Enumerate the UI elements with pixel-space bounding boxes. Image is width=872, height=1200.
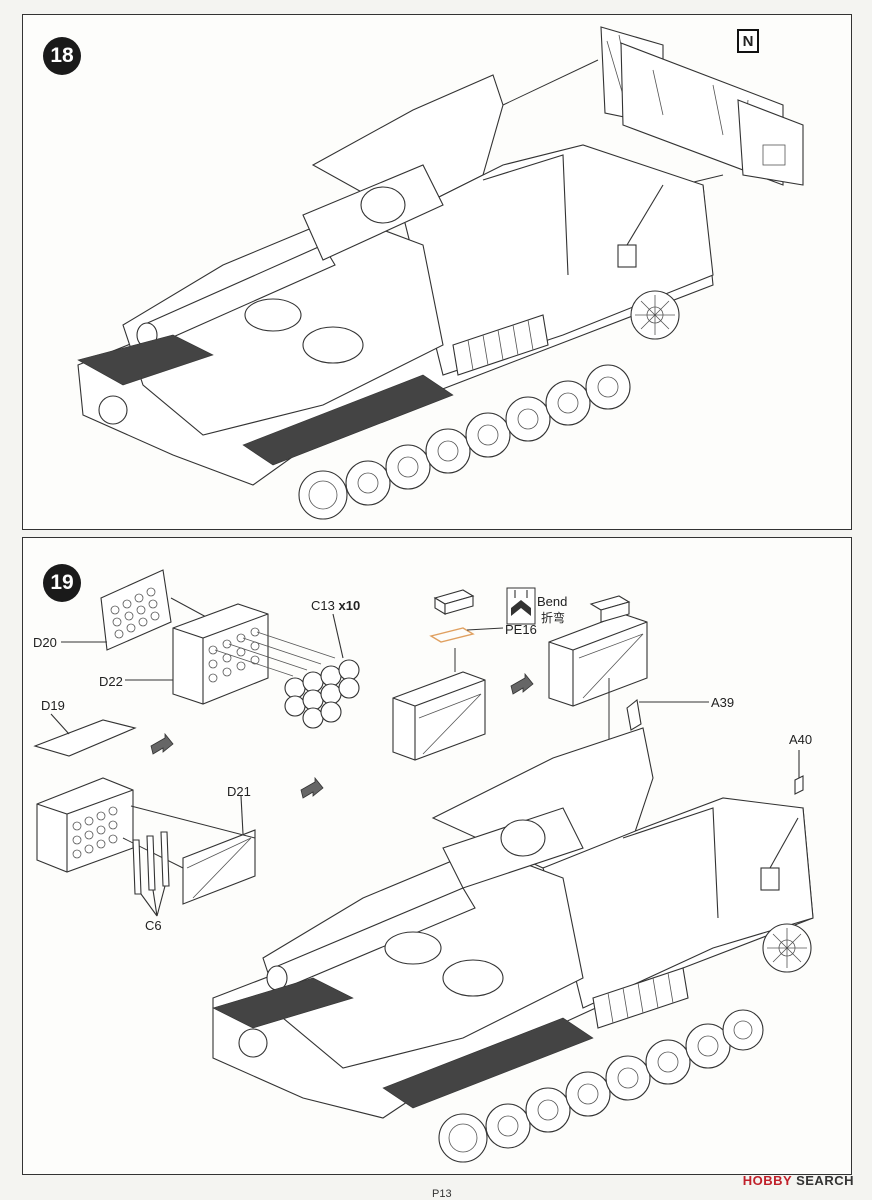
part-n-label: N	[737, 29, 759, 53]
side-armor-n-parts	[600, 26, 804, 186]
part-d20-plate	[100, 569, 172, 651]
step-18-drawing	[77, 26, 804, 520]
vehicle-hull-18	[77, 74, 714, 486]
part-a40-label: A40	[789, 732, 813, 747]
road-wheels-18	[98, 290, 680, 520]
step-19-panel: 19 D20 D22 C13 x10 D19 D21 C6 Bend 折弯 PE…	[22, 537, 852, 1175]
part-c6-label: C6	[145, 918, 162, 933]
part-a39-label: A39	[711, 695, 735, 710]
bend-label: Bend	[537, 594, 568, 609]
part-c13-quantity: x10	[338, 598, 361, 613]
direction-arrow	[300, 776, 324, 799]
part-pe16-etch	[429, 627, 475, 643]
part-c6-clips	[132, 831, 170, 917]
part-d22-box	[172, 603, 269, 705]
part-d19-label: D19	[41, 698, 65, 713]
direction-arrow	[510, 672, 534, 695]
part-d21-assembly	[36, 777, 256, 905]
road-wheels-19	[238, 923, 812, 1163]
step-18-panel: 18 N	[22, 14, 852, 530]
part-d20-label: D20	[33, 635, 57, 650]
part-c13-shells	[214, 631, 360, 729]
vehicle-hull-19	[212, 727, 814, 1119]
ammo-box-open	[392, 671, 486, 761]
part-pe16-label: PE16	[505, 622, 537, 637]
bend-chinese-label: 折弯	[541, 611, 566, 625]
part-d21-label: D21	[227, 784, 251, 799]
step-19-drawing	[33, 569, 814, 1163]
direction-arrow	[150, 732, 174, 755]
step-18-number: 18	[43, 37, 81, 75]
part-d19-plate	[33, 719, 137, 757]
part-d22-label: D22	[99, 674, 123, 689]
watermark: HOBBY SEARCH	[742, 1173, 854, 1188]
page-number: P13	[432, 1188, 452, 1200]
bend-icon	[506, 587, 536, 625]
part-c13-label: C13 x10	[311, 598, 361, 613]
step-19-number: 19	[43, 564, 81, 602]
ammo-box-closed	[548, 595, 648, 707]
ammo-crate-small	[433, 589, 475, 615]
